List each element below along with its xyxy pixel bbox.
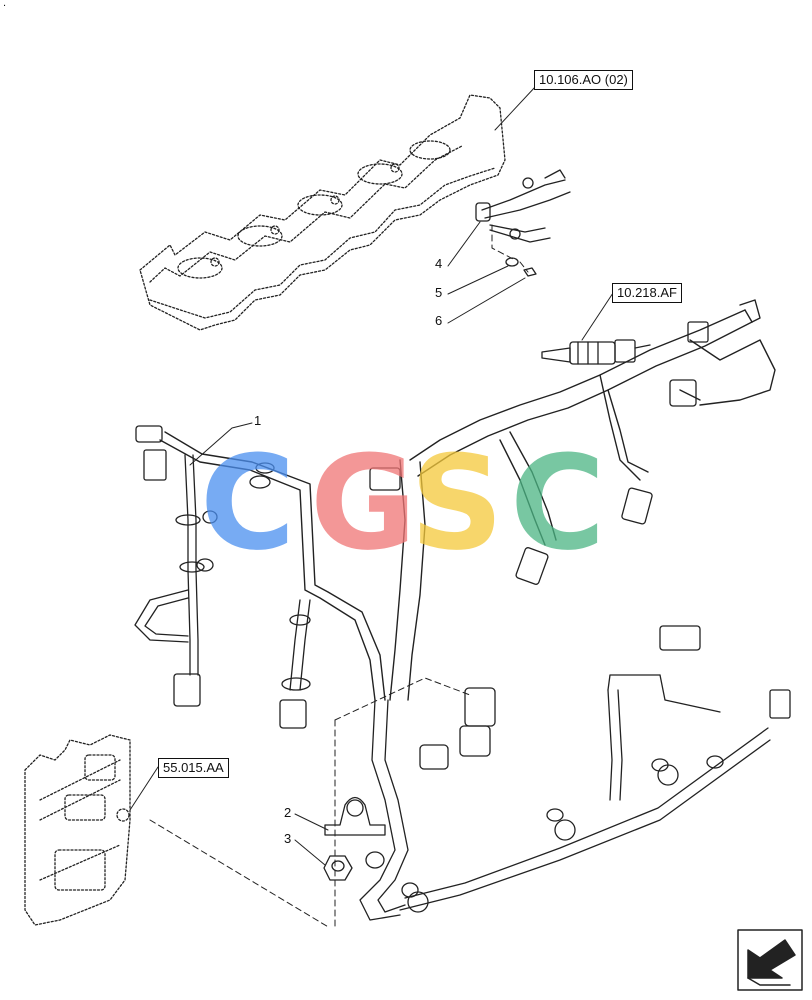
watermark-letter: C: [200, 427, 295, 579]
watermark: C G S C: [200, 427, 605, 579]
ref-glow-plug[interactable]: 10.218.AF: [612, 283, 682, 303]
lower-harness: [359, 674, 771, 921]
nut-6: [523, 267, 537, 277]
callout-1: 1: [254, 413, 262, 428]
mid-branch: [281, 599, 311, 691]
callout-6: 6: [435, 313, 443, 328]
connectors: [135, 321, 791, 770]
corner-mark: .: [3, 0, 7, 9]
valve-cover: [139, 94, 506, 331]
injector-harness-part: [475, 169, 571, 243]
callout-5: 5: [435, 285, 443, 300]
glow-plug: [541, 339, 651, 365]
nut-3: [323, 855, 353, 881]
leader-lines: [129, 85, 614, 866]
ref-ecu[interactable]: 55.015.AA: [158, 758, 229, 778]
watermark-letter: S: [410, 427, 504, 579]
left-branch: [134, 454, 275, 676]
callout-2: 2: [284, 805, 292, 820]
watermark-letter: C: [510, 427, 605, 579]
callout-4: 4: [435, 256, 443, 271]
callout-3: 3: [284, 831, 292, 846]
watermark-letter: G: [310, 427, 417, 579]
dashed-leader-lines: [149, 224, 529, 929]
ref-valve-cover[interactable]: 10.106.AO (02): [534, 70, 633, 90]
clip-2: [324, 796, 386, 836]
main-harness: [159, 299, 776, 701]
washer-5: [505, 257, 519, 267]
ecu-module: [24, 734, 131, 926]
corner-arrow-icon: [737, 929, 803, 991]
